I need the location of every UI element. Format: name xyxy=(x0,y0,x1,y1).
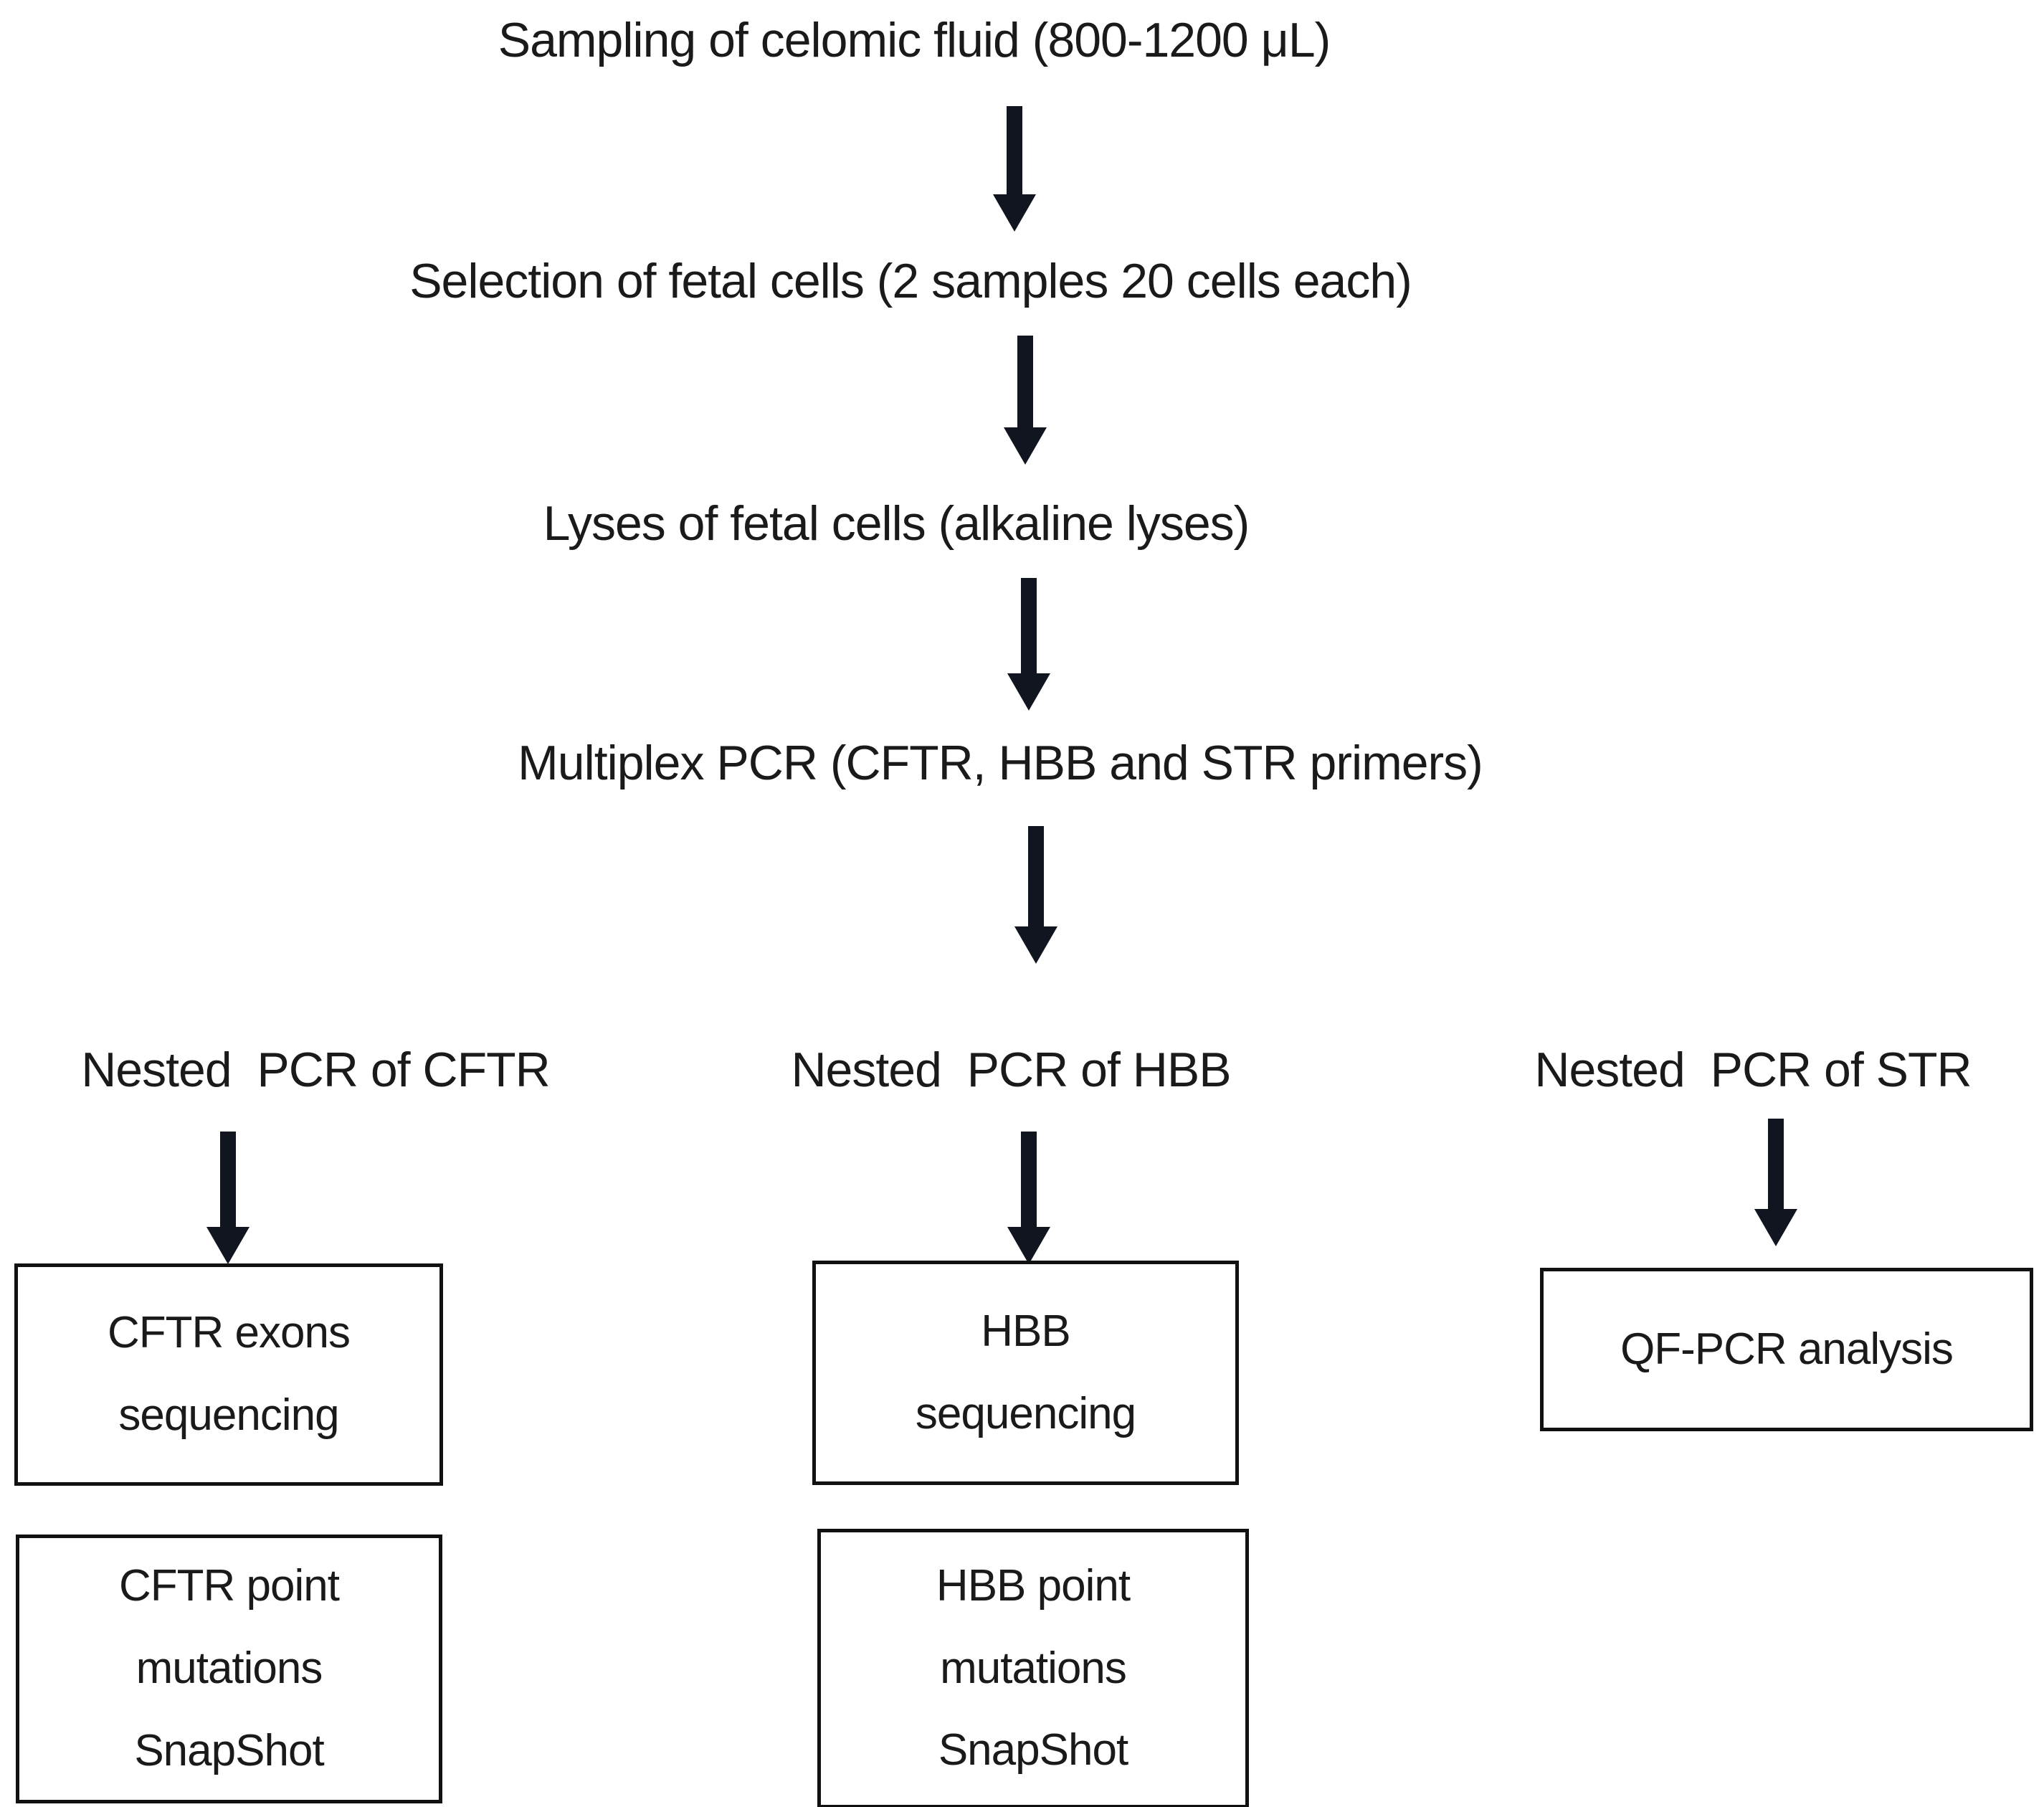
box-text-line: QF-PCR analysis xyxy=(1620,1324,1954,1374)
arrow-head xyxy=(1004,427,1047,465)
down-arrow-icon xyxy=(993,106,1036,232)
down-arrow-icon xyxy=(1014,826,1057,964)
arrow-shaft xyxy=(1768,1119,1784,1209)
step-multiplex-pcr-label: Multiplex PCR (CFTR, HBB and STR primers… xyxy=(518,736,1483,790)
arrow-head xyxy=(1014,926,1057,964)
box-text-line: CFTR exons xyxy=(108,1308,351,1358)
arrow-shaft xyxy=(1017,336,1033,427)
box-text-line: CFTR point xyxy=(119,1561,340,1611)
step-selection-label: Selection of fetal cells (2 samples 20 c… xyxy=(409,254,1412,308)
arrow-shaft xyxy=(220,1132,236,1227)
branch-header-nested-pcr-cftr: Nested PCR of CFTR xyxy=(81,1043,551,1097)
box-cftr-exons-sequencing: CFTR exons sequencing xyxy=(14,1263,443,1486)
box-text-line: mutations xyxy=(940,1643,1127,1693)
arrow-head xyxy=(206,1227,249,1264)
box-hbb-sequencing: HBB sequencing xyxy=(812,1261,1239,1485)
arrow-shaft xyxy=(1021,578,1037,673)
box-text-line: mutations xyxy=(136,1644,323,1694)
box-text-line: sequencing xyxy=(118,1390,339,1440)
branch-header-nested-pcr-str: Nested PCR of STR xyxy=(1534,1043,1972,1097)
box-cftr-point-mutations-snapshot: CFTR point mutations SnapShot xyxy=(16,1535,442,1803)
arrow-head xyxy=(1754,1209,1797,1246)
arrow-shaft xyxy=(1021,1132,1037,1227)
down-arrow-icon xyxy=(1007,1132,1050,1264)
arrow-head xyxy=(993,194,1036,232)
box-text-line: HBB xyxy=(981,1306,1070,1356)
down-arrow-icon xyxy=(206,1132,249,1264)
down-arrow-icon xyxy=(1004,336,1047,465)
box-qf-pcr-analysis: QF-PCR analysis xyxy=(1540,1268,2033,1431)
down-arrow-icon xyxy=(1007,578,1050,711)
arrow-head xyxy=(1007,1227,1050,1264)
down-arrow-icon xyxy=(1754,1119,1797,1246)
box-text-line: SnapShot xyxy=(938,1725,1128,1775)
step-sampling-label: Sampling of celomic fluid (800-1200 μL) xyxy=(498,13,1331,67)
arrow-shaft xyxy=(1028,826,1044,926)
arrow-shaft xyxy=(1007,106,1022,194)
box-hbb-point-mutations-snapshot: HBB point mutations SnapShot xyxy=(817,1529,1249,1807)
box-text-line: HBB point xyxy=(936,1560,1131,1611)
step-lyses-label: Lyses of fetal cells (alkaline lyses) xyxy=(543,496,1250,551)
arrow-head xyxy=(1007,673,1050,711)
box-text-line: sequencing xyxy=(915,1388,1136,1438)
branch-header-nested-pcr-hbb: Nested PCR of HBB xyxy=(791,1043,1231,1097)
box-text-line: SnapShot xyxy=(134,1725,324,1775)
